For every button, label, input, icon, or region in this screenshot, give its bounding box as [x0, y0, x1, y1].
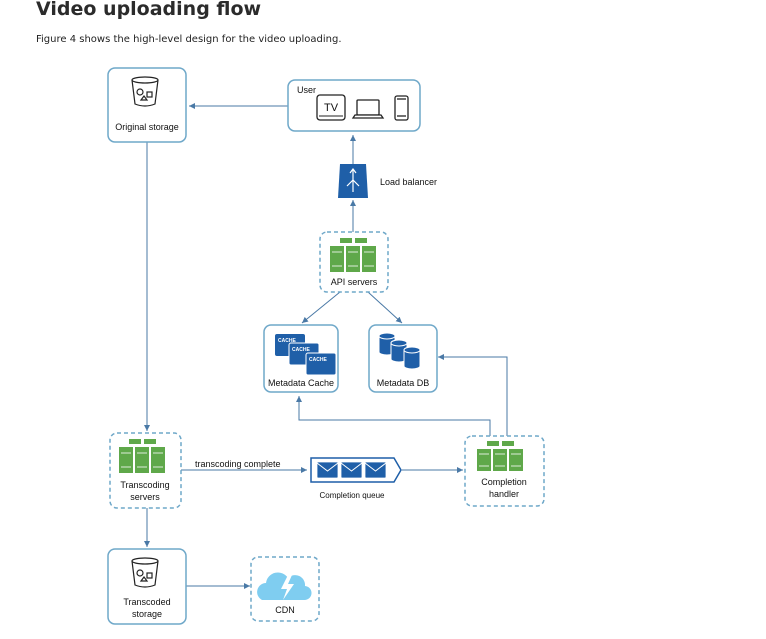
server-rack-icon [330, 238, 376, 272]
bucket-icon [131, 557, 159, 588]
transcoding-servers-label-2: servers [130, 492, 160, 502]
tv-icon: TV [316, 94, 346, 121]
completion-handler-node: Completion handler [464, 435, 545, 507]
cache-tag-1: CACHE [278, 338, 296, 344]
page-title: Video uploading flow [36, 0, 262, 20]
edge-handler-to-cache [296, 396, 491, 436]
original-storage-label: Original storage [115, 122, 179, 132]
metadata-db-label: Metadata DB [377, 378, 430, 388]
original-storage-node: Original storage [107, 67, 187, 143]
completion-queue-label: Completion queue [320, 491, 385, 500]
mobile-icon [394, 95, 409, 121]
load-balancer-node: Load balancer [338, 164, 437, 198]
api-servers-label: API servers [331, 277, 378, 287]
tv-text: TV [324, 102, 339, 114]
server-rack-icon [119, 439, 165, 473]
api-servers-node: API servers [319, 231, 389, 293]
load-balancer-label: Load balancer [380, 177, 437, 187]
edges [144, 103, 508, 589]
page-description: Figure 4 shows the high-level design for… [36, 34, 342, 45]
cdn-node: CDN [250, 556, 320, 622]
transcoded-storage-label-2: storage [132, 609, 162, 619]
transcoded-storage-label-1: Transcoded [123, 597, 170, 607]
server-rack-icon [477, 441, 523, 471]
edge-handler-to-db [438, 354, 508, 436]
cache-tag-3: CACHE [309, 357, 327, 363]
cache-stack-icon: CACHE CACHE CACHE [275, 334, 337, 376]
transcoded-storage-node: Transcoded storage [107, 548, 187, 625]
cdn-label: CDN [275, 605, 295, 615]
edge-api-to-db [367, 291, 403, 324]
edge-api-to-cache [301, 291, 341, 324]
transcoding-servers-label-1: Transcoding [120, 480, 169, 490]
completion-handler-label-2: handler [489, 489, 519, 499]
completion-handler-label-1: Completion [481, 477, 527, 487]
edge-label-transcoding-complete: transcoding complete [195, 459, 281, 469]
cache-tag-2: CACHE [292, 347, 310, 353]
user-label: User [297, 85, 316, 95]
cloud-icon [257, 572, 312, 601]
bucket-icon [131, 76, 159, 107]
metadata-db-node: Metadata DB [368, 324, 438, 393]
user-node: User TV [287, 79, 421, 132]
laptop-icon [351, 99, 385, 119]
transcoding-servers-node: Transcoding servers [109, 432, 182, 509]
metadata-cache-node: CACHE CACHE CACHE Metadata Cache [263, 324, 339, 393]
completion-queue-node: Completion queue [310, 457, 402, 500]
database-icon [378, 332, 421, 370]
metadata-cache-label: Metadata Cache [268, 378, 334, 388]
